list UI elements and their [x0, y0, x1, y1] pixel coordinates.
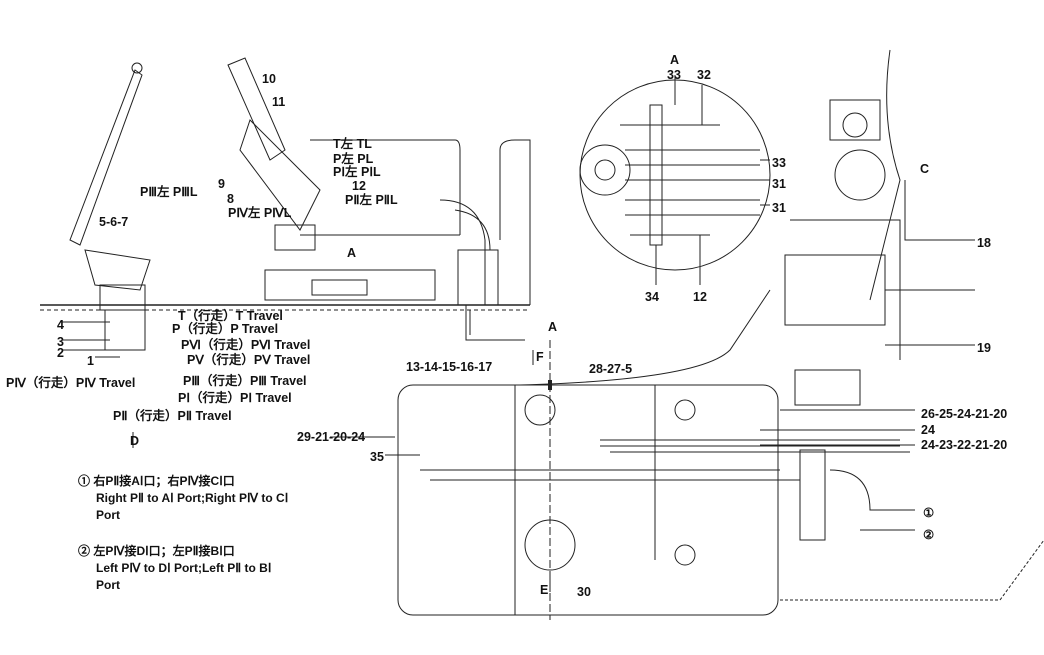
- view-label: E: [540, 583, 549, 597]
- note-marker: ①: [78, 474, 91, 488]
- port-label: P左 PL: [333, 152, 374, 166]
- part-label: 10: [262, 72, 276, 86]
- port-label: PⅡ（行走）PⅡ Travel: [113, 409, 232, 423]
- part-label: 1: [87, 354, 94, 368]
- machine-frame-drawing: [330, 49, 1044, 620]
- view-label: C: [920, 162, 930, 176]
- port-label: PⅢ左 PⅢL: [140, 185, 198, 199]
- part-label: 26-25-24-21-20: [921, 407, 1008, 421]
- port-label: PⅢ（行走）PⅢ Travel: [183, 374, 307, 388]
- part-label: 8: [227, 192, 234, 206]
- part-label: 30: [577, 585, 591, 599]
- part-label: 12: [693, 290, 707, 304]
- detail-a-title: A: [670, 53, 680, 67]
- callout-marker: ②: [923, 528, 935, 542]
- port-label: PⅠ左 PⅠL: [333, 165, 381, 179]
- part-label: 5-6-7: [99, 215, 129, 229]
- part-label: 33: [667, 68, 681, 82]
- part-label: 34: [645, 290, 659, 304]
- part-label: 35: [370, 450, 384, 464]
- note-1: ① 右PⅡ接AⅠ口；右PⅣ接CⅠ口 Right PⅡ to AⅠ Port;Ri…: [78, 473, 328, 524]
- view-label: F: [536, 350, 544, 364]
- part-label: 24: [921, 423, 935, 437]
- part-label: 18: [977, 236, 991, 250]
- part-label: 12: [352, 179, 366, 193]
- part-label: 29-21-20-24: [297, 430, 366, 444]
- port-label: PⅣ（行走）PⅣ Travel: [6, 376, 136, 390]
- note-en: Left PⅣ to DⅠ Port;Left PⅡ to BⅠ Port: [96, 561, 272, 592]
- note-cn: 右PⅡ接AⅠ口；右PⅣ接CⅠ口: [93, 474, 235, 488]
- part-label: 32: [697, 68, 711, 82]
- part-label: 2: [57, 346, 64, 360]
- callout-marker: ①: [923, 506, 935, 520]
- port-label: T左 TL: [333, 137, 372, 151]
- part-label: 11: [272, 95, 286, 109]
- port-label: PⅣ左 PⅣL: [228, 206, 292, 220]
- part-label: 9: [218, 177, 225, 191]
- part-label: 33: [772, 156, 786, 170]
- port-label: PⅤ（行走）PⅤ Travel: [187, 353, 311, 367]
- note-marker: ②: [78, 544, 91, 558]
- part-label: 3: [57, 335, 64, 349]
- travel-lever-drawing: [40, 62, 530, 358]
- note-2: ② 左PⅣ接DⅠ口；左PⅡ接BⅠ口 Left PⅣ to DⅠ Port;Lef…: [78, 543, 328, 594]
- port-label: PⅠ（行走）PⅠ Travel: [178, 391, 292, 405]
- port-label: P（行走）P Travel: [172, 322, 279, 336]
- port-label: PⅡ左 PⅡL: [345, 193, 398, 207]
- port-label: T（行走）T Travel: [178, 309, 283, 323]
- part-label: 13-14-15-16-17: [406, 360, 493, 374]
- detail-a-drawing: [579, 75, 771, 285]
- view-label: A: [548, 320, 558, 334]
- note-cn: 左PⅣ接DⅠ口；左PⅡ接BⅠ口: [93, 544, 235, 558]
- part-label: 28-27-5: [589, 362, 633, 376]
- joystick-drawing: [227, 57, 531, 341]
- view-markers: [132, 350, 551, 592]
- part-label: 24-23-22-21-20: [921, 438, 1008, 452]
- part-label: 19: [977, 341, 991, 355]
- part-label: 31: [772, 177, 786, 191]
- port-label: PⅥ（行走）PⅥ Travel: [181, 338, 311, 352]
- part-label: 31: [772, 201, 786, 215]
- part-label: 4: [57, 318, 64, 332]
- view-label: D: [130, 434, 140, 448]
- note-en: Right PⅡ to AⅠ Port;Right PⅣ to CⅠ Port: [96, 491, 289, 522]
- part-label: A: [347, 246, 357, 260]
